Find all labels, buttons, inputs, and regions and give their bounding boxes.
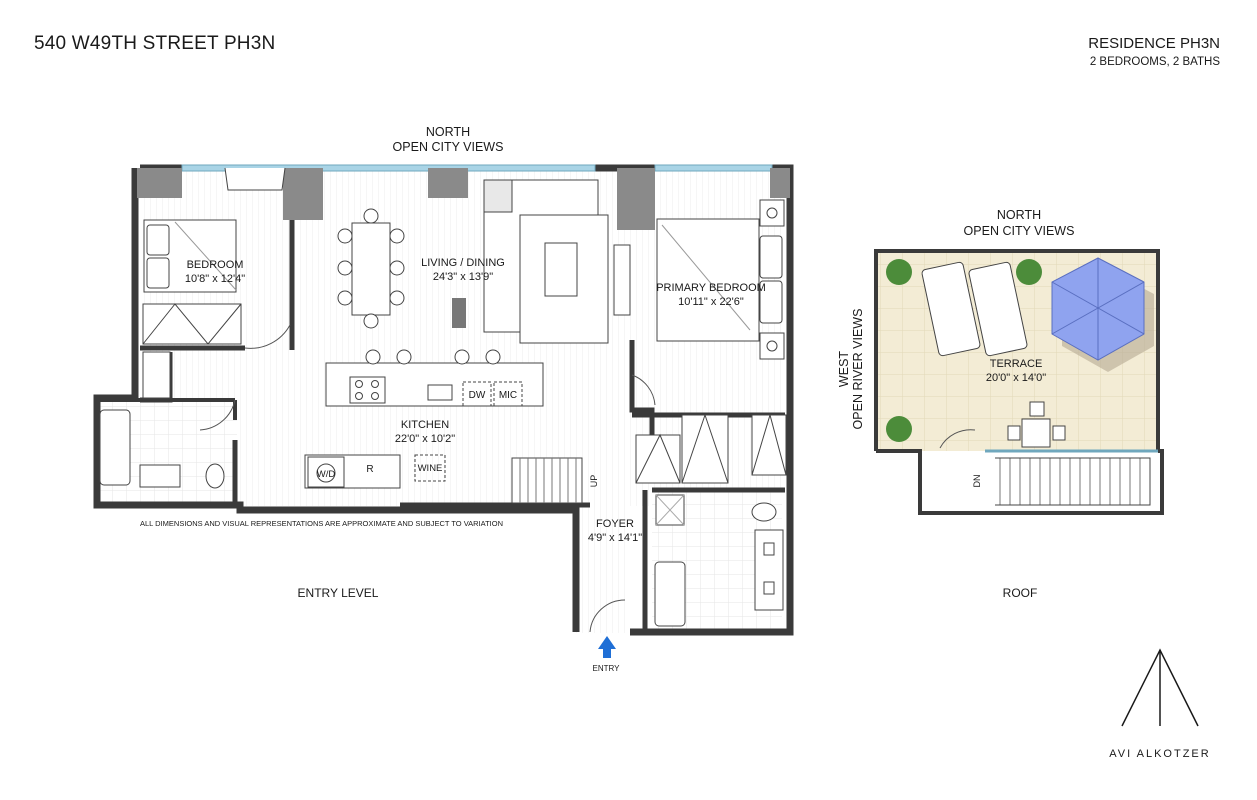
north-views-label: OPEN CITY VIEWS [393,140,504,154]
wine-label: WINE [418,463,443,474]
bed-bath-count: 2 BEDROOMS, 2 BATHS [1089,56,1220,68]
stair-dn-label: DN [972,475,982,488]
terrace-name: TERRACE [990,358,1043,370]
living-name: LIVING / DINING [421,257,505,269]
west-views-label: OPEN RIVER VIEWS [851,309,865,430]
disclaimer: ALL DIMENSIONS AND VISUAL REPRESENTATION… [140,519,503,528]
kitchen-dims: 22'0" x 10'2" [395,433,455,445]
entry-level-caption: ENTRY LEVEL [298,586,379,600]
west-label: WEST [837,351,851,387]
roof-north-views-label: OPEN CITY VIEWS [964,224,1075,238]
plant-icon [1016,259,1042,285]
roof-north-label: NORTH [997,208,1041,222]
residence-title: RESIDENCE PH3N [1088,35,1220,52]
entry-level-plan [93,164,794,658]
kitchen-name: KITCHEN [401,419,449,431]
foyer-dims: 4'9" x 14'1" [588,532,642,544]
plant-icon [886,259,912,285]
property-address: 540 W49TH STREET PH3N [34,33,276,54]
foyer-name: FOYER [596,518,634,530]
bedroom-dims: 10'8" x 12'4" [185,273,245,285]
terrace-dims: 20'0" x 14'0" [986,372,1046,384]
plant-icon [886,416,912,442]
living-dims: 24'3" x 13'9" [433,271,493,283]
mic-label: MIC [499,390,517,401]
entry-arrow-icon [598,636,616,658]
roof-plan [874,249,1164,515]
fridge-label: R [366,464,373,475]
brand-logo: AVI ALKOTZER [1109,648,1210,760]
brand-name: AVI ALKOTZER [1109,748,1210,760]
primary-dims: 10'11" x 22'6" [678,296,744,308]
wd-label: W/D [317,469,336,480]
primary-name: PRIMARY BEDROOM [656,282,766,294]
bedroom-name: BEDROOM [187,259,244,271]
north-label: NORTH [426,125,470,139]
stair-up-label: UP [589,475,599,488]
dw-label: DW [469,390,486,401]
entry-label: ENTRY [593,664,621,673]
roof-caption: ROOF [1003,586,1038,600]
